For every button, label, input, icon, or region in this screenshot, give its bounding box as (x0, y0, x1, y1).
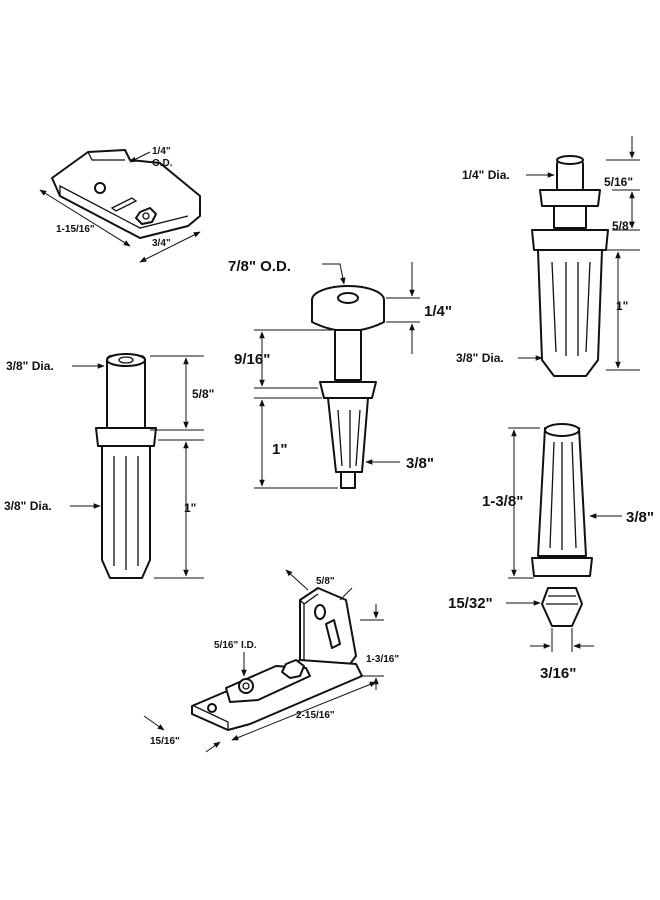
center-collar-side (311, 300, 385, 332)
top-bracket-nut-bore (142, 212, 150, 220)
left-pivot-pin (106, 355, 146, 435)
left-pivot-pin-top (106, 353, 146, 367)
bottom-bracket-length: 2-15/16" (296, 710, 335, 721)
center-collar-height: 1/4" (424, 303, 452, 320)
left-pivot-height-body: 1" (184, 501, 196, 515)
left-pivot: 3/8" Dia. 5/8" 1" 3/8" Dia. (4, 353, 214, 579)
pivot-dia-bottom: 3/8" Dia. (456, 351, 504, 365)
pivot-height-body: 1" (616, 299, 628, 313)
pivot-dia-top: 1/4" Dia. (462, 168, 510, 182)
center-body-height: 1" (272, 441, 287, 458)
bottom-bracket-hole-base (207, 703, 217, 713)
length-line (231, 681, 377, 741)
center-od: 7/8" O.D. (228, 258, 291, 275)
right-pivot-dia: 3/8" (626, 509, 654, 526)
top-right-pivot: 1/4" Dia. 5/16" 5/8" 1" 3/8" Dia. (456, 136, 640, 377)
od-leader (129, 151, 151, 163)
left-pivot-dia-top: 3/8" Dia. (6, 359, 54, 373)
center-tip (340, 471, 356, 489)
top-bracket-od-line1: 1/4" (152, 146, 171, 157)
center-dia: 3/8" (406, 455, 434, 472)
left-pivot-bore (118, 356, 134, 364)
width-dim-line (139, 231, 201, 263)
center-body (327, 397, 369, 473)
center-flange (319, 381, 377, 399)
top-bracket-nut (135, 207, 157, 225)
right-pivot-tip-dia: 15/32" (448, 595, 493, 612)
right-pivot: 1-3/8" 3/8" 15/32" 3/16" (448, 423, 654, 682)
right-pivot-height: 1-3/8" (482, 493, 523, 510)
bottom-bracket-slot (325, 619, 341, 649)
length-dim-line (39, 189, 131, 247)
center-pivot: 7/8" O.D. 1/4" 9/16" 1" 3/8" (228, 258, 452, 489)
pivot-collar (539, 189, 601, 207)
bottom-bracket-height: 1-3/16" (366, 654, 399, 665)
pivot-neck (553, 205, 587, 229)
width-arrow-a (143, 715, 165, 731)
bottom-bracket-width: 15/16" (150, 736, 180, 747)
pivot-flange (531, 229, 609, 251)
pivot-ribs (551, 261, 591, 356)
top-bracket: 1/4" O.D. 1-15/16" 3/4" (39, 146, 201, 263)
pivot-height-top: 5/16" (604, 175, 633, 189)
right-pivot-ribs (549, 441, 577, 550)
right-pivot-flange (531, 557, 593, 577)
right-pivot-top (544, 423, 580, 437)
pivot-pin-top (556, 155, 584, 165)
width-arrow-b (205, 741, 221, 753)
left-pivot-dia-bottom: 3/8" Dia. (4, 499, 52, 513)
bottom-bracket: 5/8" 5/16" I.D. 1-3/16" 2-15/16" 15/16" (143, 569, 399, 753)
top-bracket-length: 1-15/16" (56, 224, 95, 235)
top-bracket-width: 3/4" (152, 238, 171, 249)
top-bracket-hole (94, 182, 106, 194)
center-ribs (337, 409, 361, 468)
bottom-bracket-nut (281, 659, 305, 679)
pivot-body (537, 249, 603, 377)
right-pivot-tip (541, 587, 583, 627)
right-pivot-thread (546, 595, 578, 605)
left-pivot-collar (95, 427, 157, 447)
center-shaft-height: 9/16" (234, 351, 270, 368)
right-pivot-tip-width: 3/16" (540, 665, 576, 682)
bottom-bracket-hole-top (314, 604, 326, 620)
left-pivot-height-top: 5/8" (192, 387, 214, 401)
top-bracket-od-line2: O.D. (152, 158, 173, 169)
bottom-bracket-id: 5/16" I.D. (214, 640, 257, 651)
bottom-bracket-washer (238, 678, 254, 694)
center-shaft (334, 329, 362, 381)
pivot-height-mid: 5/8" (612, 219, 634, 233)
hole-dim-b (339, 587, 353, 601)
center-pin (337, 292, 359, 304)
bottom-bracket-hole: 5/8" (316, 576, 335, 587)
od-leader-center (322, 263, 346, 285)
hole-dim-a (285, 569, 309, 591)
left-pivot-ribs (113, 456, 139, 570)
bottom-bracket-base-edge (191, 705, 229, 732)
